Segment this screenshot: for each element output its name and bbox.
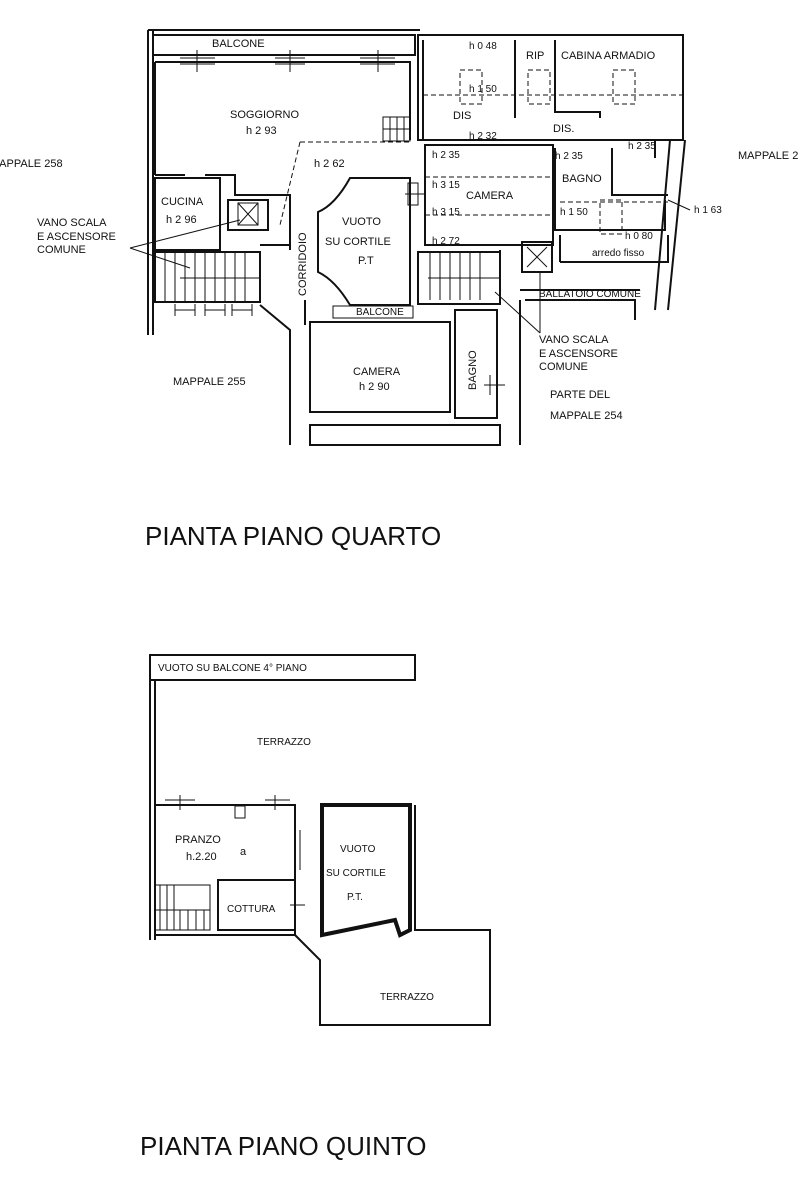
label-rip: RIP	[526, 50, 544, 62]
label-vuoto5-2: SU CORTILE	[326, 868, 386, 879]
room-bagno-bottom	[454, 309, 498, 419]
room-camera-right	[424, 144, 554, 246]
label-h080: h 0 80	[625, 231, 653, 242]
label-h235c: h 2 35	[628, 141, 656, 152]
label-arredo-fisso: arredo fisso	[592, 248, 645, 259]
label-vuoto-2: SU CORTILE	[325, 236, 391, 248]
elevator-right	[521, 241, 553, 273]
label-h232: h 2 32	[469, 131, 497, 142]
balcony-void	[149, 654, 416, 681]
label-vano-scala-right-3: COMUNE	[539, 361, 588, 373]
plan-floor-5	[149, 654, 491, 1026]
label-cucina: CUCINA	[161, 196, 204, 208]
label-dis-2: DIS.	[553, 123, 574, 135]
label-balcone-mid: BALCONE	[356, 307, 404, 318]
label-cottura: COTTURA	[227, 904, 276, 915]
room-camera-bottom	[309, 321, 451, 413]
label-cucina-height: h 2 96	[166, 214, 197, 226]
label-camera-bottom-height: h 2 90	[359, 381, 390, 393]
label-h235a: h 2 35	[432, 150, 460, 161]
label-pranzo-height: h.2.20	[186, 851, 217, 863]
table-marker: a	[240, 846, 247, 858]
label-vuoto5-3: P.T.	[347, 892, 363, 903]
stairs-left	[154, 251, 261, 303]
label-h048: h 0 48	[469, 41, 497, 52]
void-courtyard	[317, 177, 411, 306]
label-camera-bottom: CAMERA	[353, 366, 401, 378]
label-mappale-right: MAPPALE 2	[738, 150, 798, 162]
balcony-mid	[332, 305, 414, 319]
label-vano-scala-left-3: COMUNE	[37, 244, 86, 256]
label-h150b: h 1 50	[560, 207, 588, 218]
label-mappale-254: MAPPALE 254	[550, 410, 623, 422]
label-vuoto5-1: VUOTO	[340, 844, 376, 855]
label-vano-scala-right-1: VANO SCALA	[539, 334, 609, 346]
label-vano-scala-left-1: VANO SCALA	[37, 217, 107, 229]
label-dis-1: DIS	[453, 110, 471, 122]
label-vuoto-balcone: VUOTO SU BALCONE 4° PIANO	[158, 663, 307, 674]
label-h163: h 1 63	[694, 205, 722, 216]
label-mappale-255: MAPPALE 255	[173, 376, 246, 388]
label-corridoio: CORRIDOIO	[297, 232, 309, 296]
label-terrazzo-top: TERRAZZO	[257, 737, 311, 748]
label-h262: h 2 62	[314, 158, 345, 170]
title-floor-4: PIANTA PIANO QUARTO	[145, 521, 441, 551]
label-mappale-258: MAPPALE 258	[0, 158, 63, 170]
label-parte-del: PARTE DEL	[550, 389, 610, 401]
label-ballatoio-comune: BALLATOIO COMUNE	[539, 289, 641, 300]
label-soggiorno-height: h 2 93	[246, 125, 277, 137]
label-h272: h 2 72	[432, 236, 460, 247]
label-bagno-right: BAGNO	[562, 173, 602, 185]
label-cabina-armadio: CABINA ARMADIO	[561, 50, 656, 62]
label-bagno-bottom: BAGNO	[467, 350, 479, 390]
label-vano-scala-left-2: E ASCENSORE	[37, 231, 116, 243]
balcony-top	[152, 34, 416, 56]
label-pranzo: PRANZO	[175, 834, 221, 846]
label-vuoto-1: VUOTO	[342, 216, 381, 228]
label-vuoto-3: P.T	[358, 255, 374, 267]
room-cucina	[154, 177, 221, 251]
label-soggiorno: SOGGIORNO	[230, 109, 300, 121]
label-terrazzo-bottom: TERRAZZO	[380, 992, 434, 1003]
stairs-floor-5	[154, 884, 211, 931]
title-floor-5: PIANTA PIANO QUINTO	[140, 1131, 427, 1161]
void-courtyard-floor-5	[320, 803, 412, 938]
label-vano-scala-right-2: E ASCENSORE	[539, 348, 618, 360]
label-balcone-top: BALCONE	[212, 38, 265, 50]
label-h315a: h 3 15	[432, 180, 460, 191]
elevator-left	[227, 199, 269, 231]
label-h315b: h 3 15	[432, 207, 460, 218]
label-h150a: h 1 50	[469, 84, 497, 95]
plan-floor-4	[129, 29, 691, 446]
label-camera-right: CAMERA	[466, 190, 514, 202]
label-h235b: h 2 35	[555, 151, 583, 162]
